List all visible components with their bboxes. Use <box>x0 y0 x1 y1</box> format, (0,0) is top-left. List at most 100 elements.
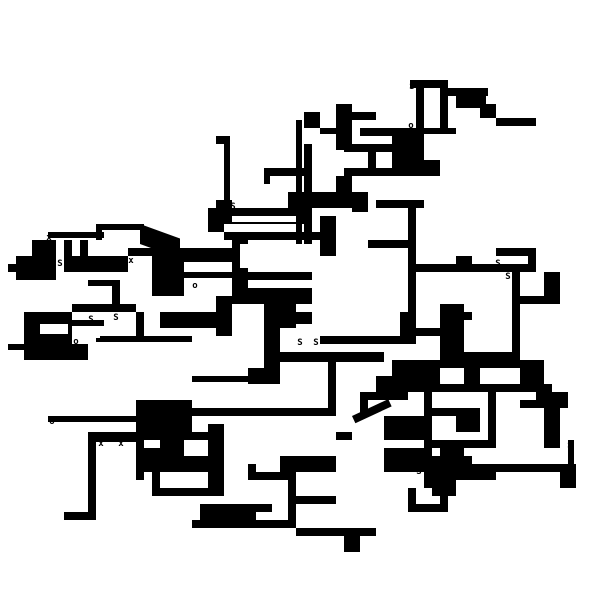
wall-block <box>424 456 472 480</box>
floor-cutout <box>40 324 68 334</box>
wall-block <box>280 304 296 328</box>
wall-block <box>72 320 104 326</box>
wall-block <box>336 176 352 192</box>
wall-block <box>208 224 224 232</box>
wall-block <box>296 496 336 504</box>
wall-block <box>528 248 536 272</box>
marker-s-6: S <box>113 313 118 323</box>
wall-block <box>232 296 312 304</box>
wall-block <box>472 464 496 480</box>
wall-block <box>192 376 256 382</box>
marker-s-1: S <box>409 82 414 92</box>
marker-s-12: S <box>505 272 510 282</box>
marker-x-6: x <box>98 439 104 449</box>
wall-block <box>512 264 520 360</box>
wall-block <box>248 272 312 280</box>
map-walls <box>8 80 576 552</box>
wall-block <box>432 440 496 448</box>
wall-block <box>112 280 120 304</box>
wall-block <box>184 256 232 262</box>
wall-block <box>416 80 424 160</box>
wall-block <box>568 440 574 464</box>
wall-block <box>216 136 230 144</box>
wall-block <box>360 128 420 136</box>
marker-s-7: S <box>297 338 302 348</box>
marker-x-1: x <box>46 233 52 243</box>
marker-o-4: o <box>73 337 78 347</box>
wall-block <box>456 96 486 108</box>
wall-block <box>392 128 416 160</box>
wall-block <box>480 104 496 118</box>
wall-block <box>320 128 336 134</box>
marker-x-2: x <box>49 241 55 251</box>
marker-o-3: o <box>281 313 286 323</box>
wall-block <box>224 136 230 216</box>
wall-block <box>160 312 216 328</box>
wall-block <box>336 104 352 150</box>
wall-block <box>264 168 304 176</box>
wall-block <box>24 312 72 360</box>
wall-block <box>320 216 336 256</box>
wall-block <box>544 408 560 448</box>
marker-s-14: S <box>416 467 421 477</box>
wall-block <box>304 112 320 128</box>
wall-block <box>424 392 432 488</box>
wall-block <box>80 240 88 256</box>
marker-x-4: x <box>136 249 142 259</box>
floor-cutout <box>80 328 100 338</box>
wall-block <box>408 200 416 340</box>
wall-block <box>264 168 270 184</box>
wall-block <box>368 240 408 248</box>
wall-block <box>456 256 472 272</box>
floor-cutout <box>232 216 296 222</box>
wall-block <box>408 488 416 512</box>
wall-block <box>416 328 440 336</box>
wall-block <box>160 440 184 464</box>
wall-block <box>410 80 448 88</box>
marker-s-9: S <box>369 354 374 364</box>
wall-block <box>496 248 536 256</box>
wall-block <box>520 296 552 304</box>
wall-block <box>520 400 536 408</box>
wall-block <box>560 464 576 488</box>
wall-block <box>264 408 336 416</box>
marker-o-1: o <box>408 121 413 131</box>
wall-block <box>136 312 144 336</box>
wall-block <box>496 118 536 126</box>
marker-s-15: S <box>202 505 207 515</box>
map-floor-cutouts <box>40 216 320 348</box>
wall-block <box>216 296 232 336</box>
marker-o-2: o <box>192 281 197 291</box>
wall-block <box>96 224 144 230</box>
wall-block <box>88 440 96 512</box>
wall-block <box>440 448 464 456</box>
wall-block <box>152 488 216 496</box>
wall-block <box>264 304 280 368</box>
wall-block <box>344 528 360 552</box>
wall-block <box>72 256 128 272</box>
floor-cutout <box>240 244 316 268</box>
wall-block <box>64 512 96 520</box>
wall-block <box>16 256 56 280</box>
wall-block <box>288 192 368 208</box>
wall-block <box>72 304 136 312</box>
marker-s-4: S <box>57 259 62 269</box>
wall-block <box>224 232 328 240</box>
wall-block <box>440 384 552 392</box>
floor-cutout <box>296 328 320 348</box>
marker-x-7: x <box>118 439 124 449</box>
wall-block <box>408 504 448 512</box>
wall-block <box>536 392 568 408</box>
wall-block <box>384 448 424 472</box>
wall-block <box>136 400 192 440</box>
marker-s-13: S <box>567 441 572 451</box>
wall-block <box>496 464 568 472</box>
wall-block <box>184 432 216 440</box>
wall-block <box>440 488 448 512</box>
wall-block <box>352 112 376 120</box>
wall-block <box>336 432 352 440</box>
wall-block <box>128 248 232 256</box>
